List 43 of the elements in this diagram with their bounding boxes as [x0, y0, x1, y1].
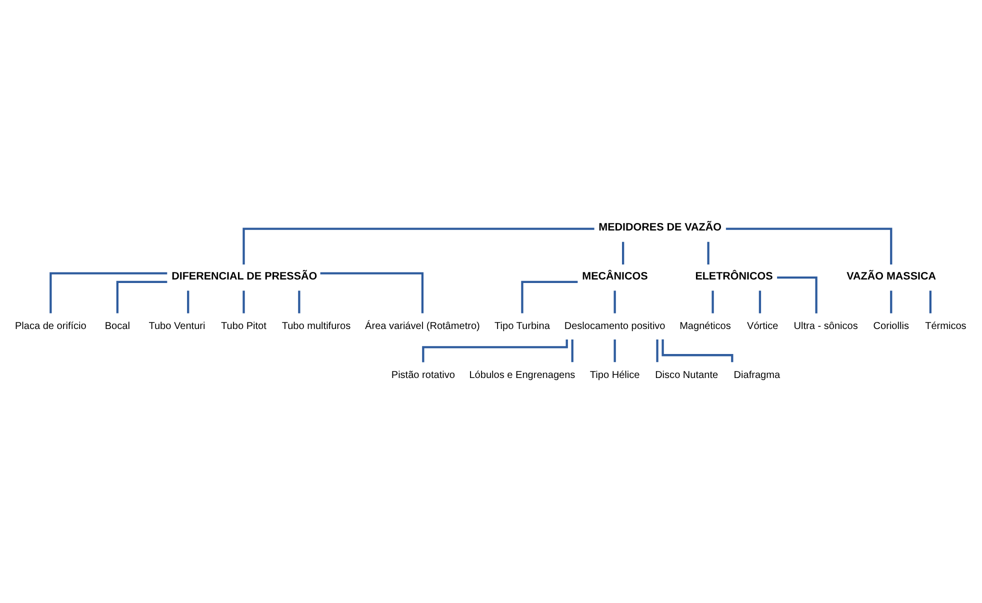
connector	[712, 290, 714, 313]
node-text: Área variável (Rotâmetro)	[365, 320, 480, 332]
node-text: Ultra - sônicos	[794, 320, 858, 332]
node-text: Tipo Hélice	[590, 369, 640, 380]
node-text: MECÂNICOS	[582, 270, 648, 282]
connector	[656, 338, 658, 362]
connector	[50, 272, 168, 313]
node-text: Tubo multifuros	[282, 320, 351, 332]
node-text: Lóbulos e Engrenagens	[469, 369, 576, 380]
connector	[707, 241, 710, 264]
connector	[614, 338, 616, 362]
connector	[116, 280, 168, 313]
node-text: DIFERENCIAL DE PRESSÃO	[172, 270, 318, 282]
connector	[298, 290, 300, 313]
connector	[187, 290, 190, 313]
node-text: Bocal	[104, 320, 130, 332]
node-text: ELETRÔNICOS	[695, 270, 773, 282]
connector	[929, 290, 932, 313]
connector	[622, 241, 624, 264]
node-text: Vórtice	[747, 320, 778, 332]
connector	[242, 290, 245, 313]
connector	[242, 227, 594, 264]
connector	[726, 227, 892, 264]
node-text: Tubo Pitot	[221, 320, 266, 332]
node-text: Diafragma	[734, 369, 780, 380]
connector	[777, 276, 818, 313]
node-text: VAZÃO MASSICA	[846, 270, 936, 282]
node-text: Tipo Turbina	[494, 320, 550, 332]
node-text: Térmicos	[925, 320, 966, 332]
node-text: MEDIDORES DE VAZÃO	[598, 221, 722, 234]
node-text: Tubo Venturi	[148, 320, 206, 332]
node-text: Placa de orifício	[14, 320, 86, 332]
node-text: Pistão rotativo	[391, 369, 455, 380]
node-text: Magnéticos	[680, 320, 731, 332]
connector	[614, 290, 616, 313]
connector	[571, 338, 574, 362]
connector	[320, 272, 424, 313]
node-text: Coriollis	[873, 320, 909, 332]
node-text: Disco Nutante	[655, 369, 718, 380]
connector	[758, 290, 762, 313]
connector	[890, 290, 892, 313]
connector	[521, 280, 578, 313]
node-text: Deslocamento positivo	[564, 320, 666, 332]
